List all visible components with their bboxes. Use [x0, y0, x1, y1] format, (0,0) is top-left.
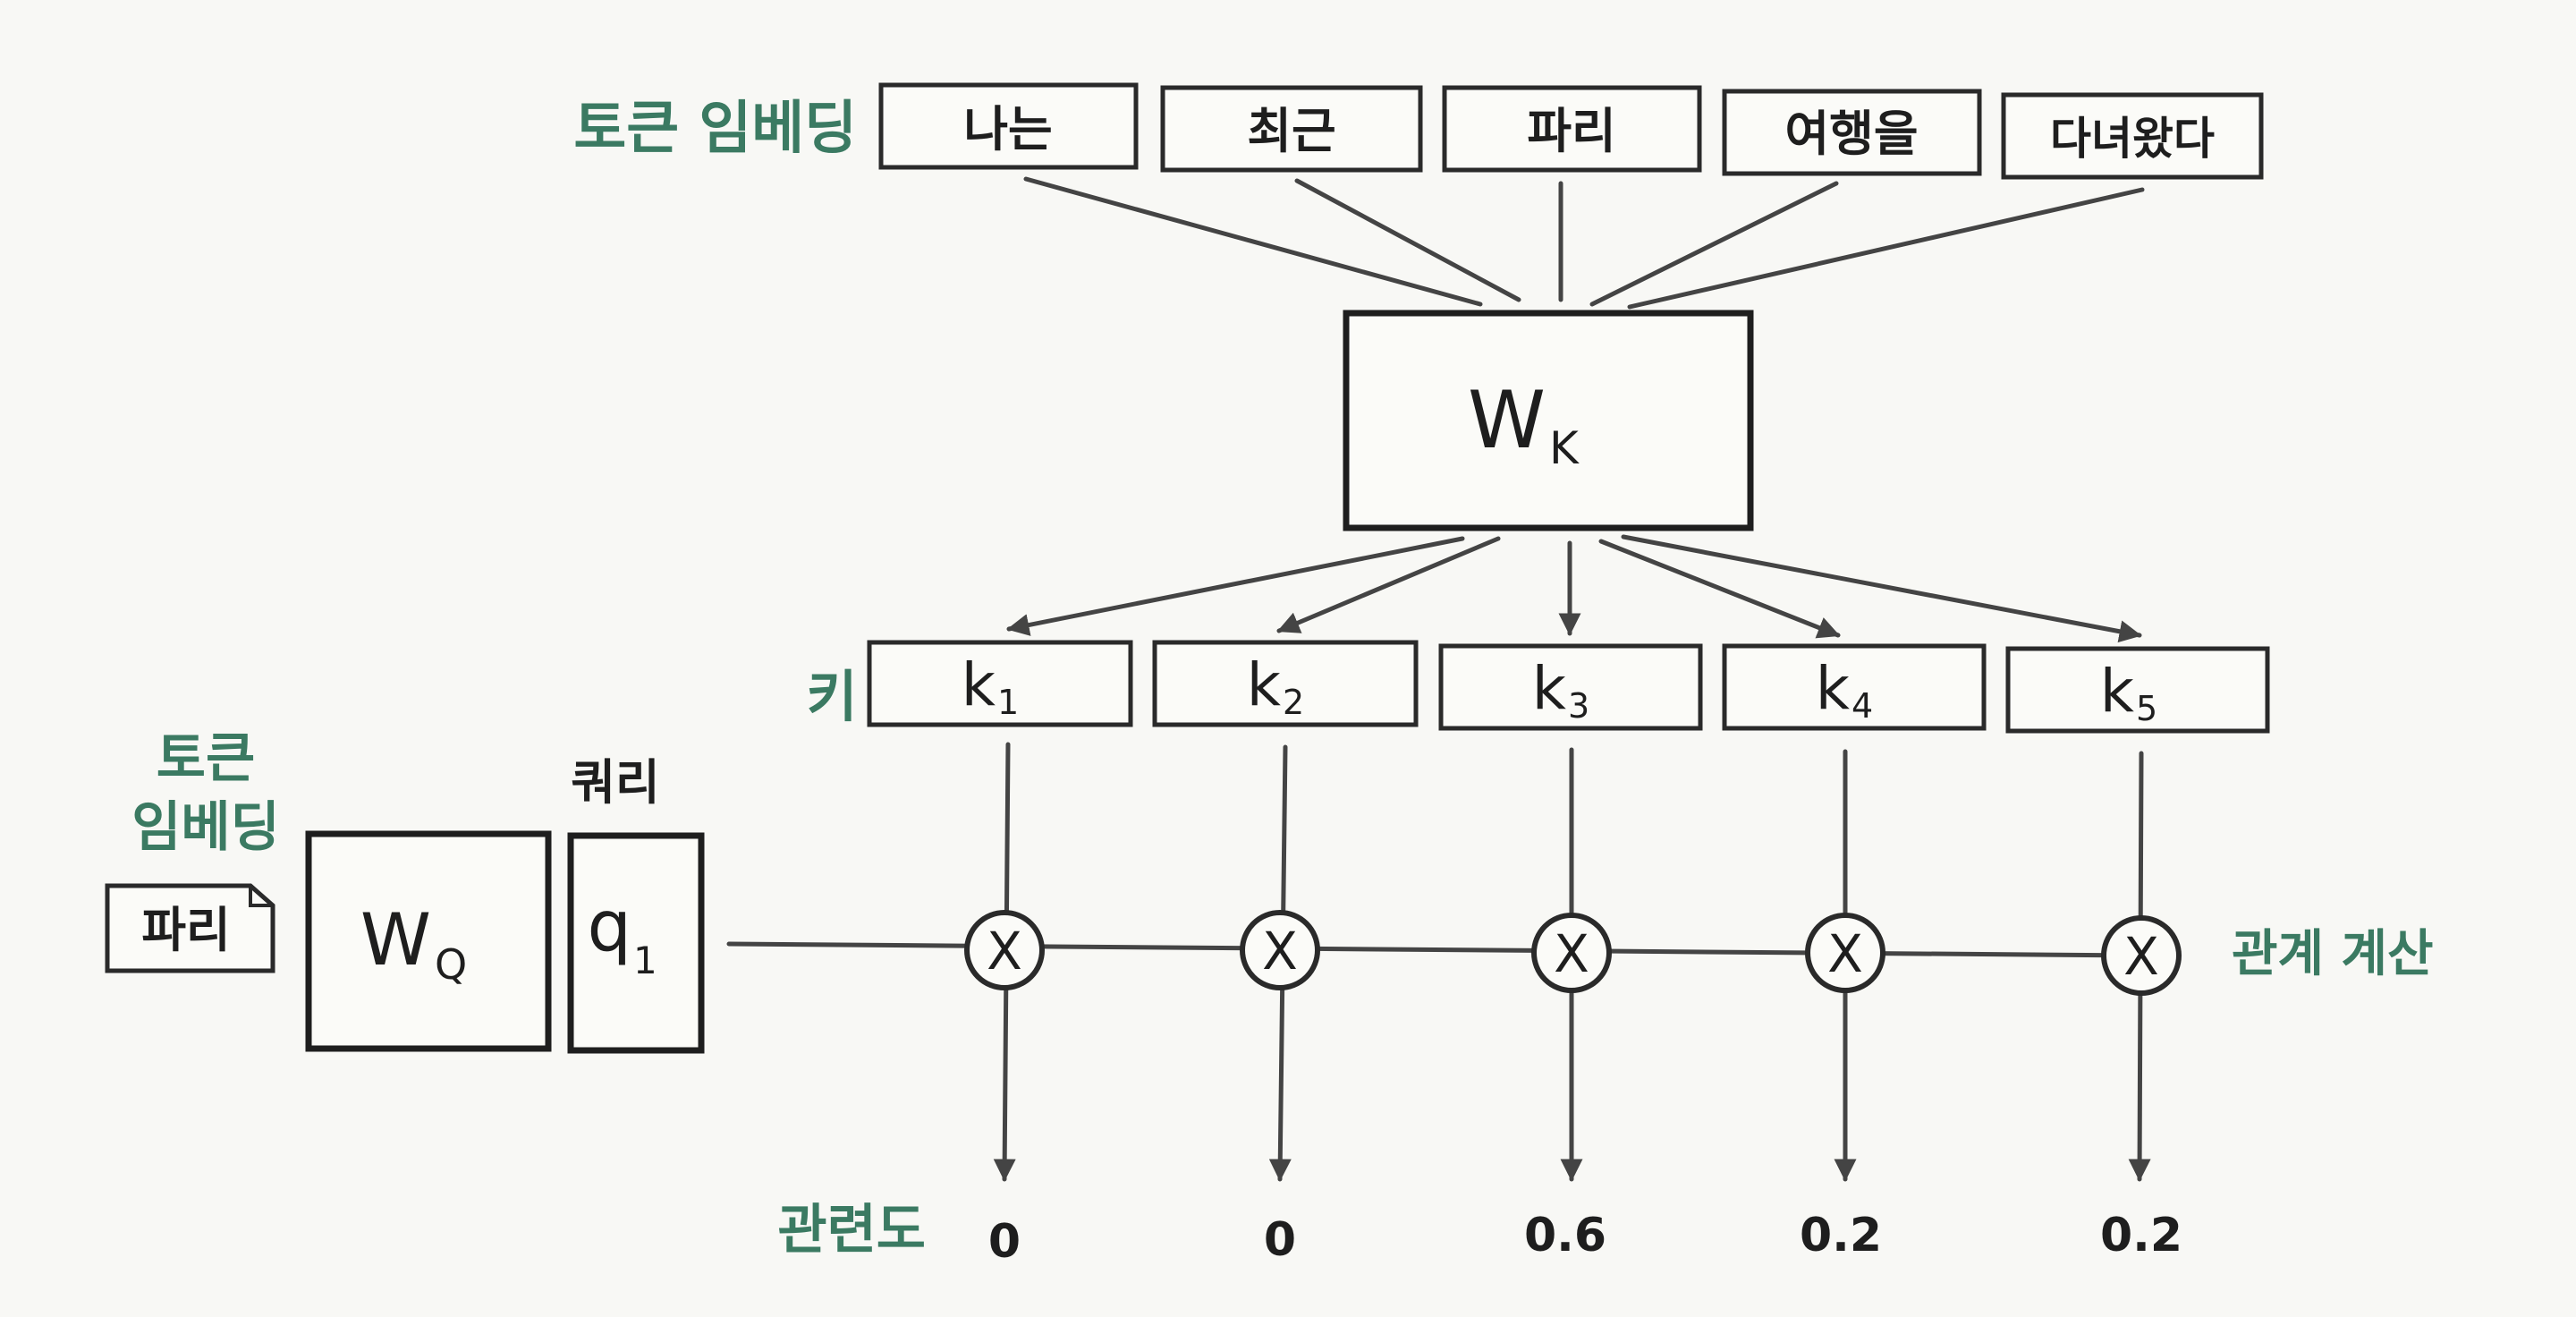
key-3-subscript: 3	[1568, 686, 1589, 726]
token-box-3	[1442, 85, 1702, 173]
token-to-wk-lines	[1023, 176, 2145, 310]
query-token-embedding-label-line1: 토큰	[157, 727, 255, 790]
key-box-2	[1152, 640, 1419, 727]
query-line	[726, 941, 2145, 958]
multiply-symbol-4: X	[1827, 923, 1863, 984]
relevance-score-4: 0.2	[1800, 1209, 1882, 1262]
key-box-5	[2005, 646, 2270, 734]
wq-matrix-box	[305, 830, 552, 1052]
token-box-2	[1160, 85, 1423, 173]
multiply-node-2: X	[1240, 910, 1320, 990]
key-row: k 1 k 2 k 3 k 4 k 5	[867, 640, 2270, 734]
token-4: 여행을	[1784, 106, 1918, 162]
key-2-subscript: 2	[1283, 683, 1304, 722]
key-4-subscript: 4	[1852, 686, 1873, 726]
query-label: 쿼리	[571, 754, 659, 811]
query-token-note	[105, 883, 275, 973]
token-row: 나는 최근 파리 여행을 다녀왔다	[878, 82, 2264, 180]
multiply-symbol-3: X	[1554, 923, 1589, 984]
token-box-1	[878, 82, 1139, 170]
key-2-symbol: k	[1247, 650, 1282, 719]
token-box-5	[2001, 92, 2264, 180]
key-1-subscript: 1	[997, 683, 1019, 722]
relevance-score-2: 0	[1264, 1213, 1296, 1267]
key-label: 키	[806, 664, 857, 729]
relation-calc-label: 관계 계산	[2232, 925, 2434, 983]
key-4-symbol: k	[1816, 654, 1851, 723]
key-3-symbol: k	[1532, 654, 1567, 723]
multiply-symbol-2: X	[1262, 921, 1298, 981]
token-5: 다녀왔다	[2050, 113, 2215, 165]
wk-to-keys-arrows	[1006, 534, 2142, 643]
token-1: 나는	[963, 101, 1052, 157]
query-vector-symbol: q	[587, 887, 631, 967]
multiply-node-5: X	[2101, 915, 2182, 996]
relevance-label: 관련도	[777, 1199, 926, 1262]
wk-symbol: W	[1468, 374, 1546, 466]
multiply-nodes: X X X X X	[964, 910, 2182, 996]
token-box-4	[1722, 89, 1982, 176]
key-box-1	[867, 640, 1133, 727]
key-1-symbol: k	[962, 650, 996, 719]
wq-subscript: Q	[435, 940, 467, 989]
wq-symbol: W	[360, 898, 431, 981]
relevance-score-3: 0.6	[1524, 1209, 1606, 1262]
query-token-embedding-label-line2: 임베딩	[131, 796, 280, 859]
multiply-node-3: X	[1531, 913, 1612, 993]
relevance-score-5: 0.2	[2100, 1209, 2182, 1262]
note-fold	[249, 886, 273, 907]
token-2: 최근	[1247, 103, 1335, 159]
token-3: 파리	[1527, 103, 1615, 159]
query-vector-subscript: 1	[633, 939, 657, 982]
key-box-4	[1722, 643, 1987, 731]
relevance-scores: 0 0 0.6 0.2 0.2	[988, 1209, 2182, 1269]
wk-matrix-box	[1343, 310, 1754, 531]
multiply-symbol-1: X	[987, 921, 1022, 981]
query-vector-box	[567, 832, 705, 1054]
key-5-symbol: k	[2100, 657, 2135, 726]
relevance-score-1: 0	[988, 1215, 1021, 1269]
wk-subscript: K	[1549, 422, 1580, 474]
multiply-node-4: X	[1805, 913, 1885, 993]
multiply-symbol-5: X	[2123, 926, 2159, 987]
key-5-subscript: 5	[2136, 689, 2157, 728]
token-embedding-label: 토큰 임베딩	[573, 96, 857, 162]
multiply-node-1: X	[964, 910, 1045, 990]
key-box-3	[1438, 643, 1703, 731]
query-token-text: 파리	[141, 902, 230, 958]
